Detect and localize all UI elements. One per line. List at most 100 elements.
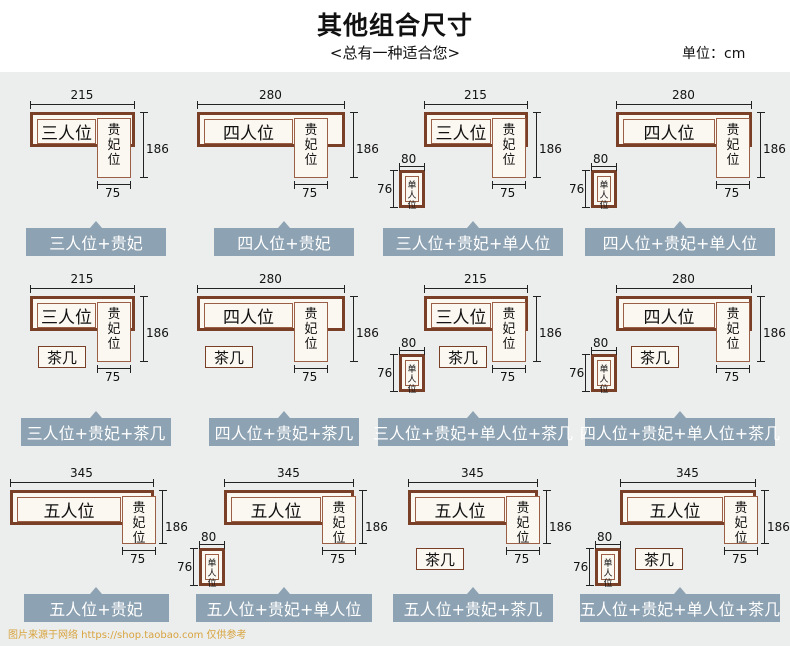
- caption-pointer: [467, 221, 479, 228]
- depth-dimension-value: 186: [549, 520, 572, 534]
- width-dimension-value: 345: [277, 466, 300, 480]
- chaise-label-char: 贵: [304, 307, 318, 322]
- single-label-char: 位: [407, 201, 417, 211]
- single-chair-seat: 单人位: [405, 360, 419, 395]
- chaise-label-char: 贵: [107, 307, 121, 322]
- width-dimension-value: 280: [672, 88, 695, 102]
- chaise-label-char: 位: [332, 531, 346, 546]
- coffee-table: 茶几: [439, 346, 487, 368]
- chaise-label-char: 位: [502, 153, 516, 168]
- single-width-dimension-line: [399, 163, 425, 171]
- single-chair: 单人位: [591, 170, 617, 211]
- single-width-value: 80: [401, 152, 417, 166]
- watermark: 图片来源于网络 https://shop.taobao.com 仅供参考: [8, 630, 247, 641]
- single-chair: 单人位: [591, 354, 617, 395]
- main-sofa-seat: 三人位: [431, 119, 491, 144]
- caption-pointer: [674, 411, 686, 418]
- single-label-char: 人: [603, 569, 613, 579]
- coffee-table: 茶几: [631, 346, 679, 368]
- chaise-label-char: 妃: [734, 516, 748, 531]
- depth-dimension-value: 186: [356, 326, 379, 340]
- depth-dimension-value: 186: [767, 520, 790, 534]
- main-sofa-seat: 四人位: [204, 303, 293, 328]
- main-sofa-seat: 五人位: [17, 497, 121, 522]
- depth-dimension-line: [533, 296, 541, 362]
- depth-dimension-value: 186: [146, 142, 169, 156]
- combo-caption: 四人位+贵妃+茶几: [209, 418, 359, 446]
- chaise-lounge: 贵妃位: [492, 118, 526, 178]
- single-width-dimension-line: [399, 347, 425, 355]
- width-dimension-value: 345: [676, 466, 699, 480]
- chaise-label-char: 位: [726, 337, 740, 352]
- page-title: 其他组合尺寸: [316, 11, 473, 40]
- single-label-char: 人: [207, 569, 217, 579]
- single-label-char: 人: [599, 375, 609, 385]
- depth-dimension-line: [140, 112, 148, 178]
- single-width-value: 80: [597, 530, 613, 544]
- chaise-label-char: 妃: [726, 322, 740, 337]
- chaise-label-char: 妃: [304, 138, 318, 153]
- single-label-char: 位: [207, 579, 217, 589]
- chaise-width-value: 75: [724, 186, 740, 200]
- chaise-width-value: 75: [105, 186, 121, 200]
- caption-pointer: [674, 221, 686, 228]
- depth-dimension-value: 186: [356, 142, 379, 156]
- width-dimension-line: [10, 479, 154, 487]
- combo-caption: 四人位+贵妃: [214, 228, 354, 256]
- width-dimension-value: 215: [70, 272, 94, 286]
- single-depth-dimension-line: [390, 170, 398, 208]
- single-depth-dimension-line: [582, 170, 590, 208]
- width-dimension-line: [616, 101, 752, 109]
- combo-caption: 三人位+贵妃+单人位+茶几: [373, 418, 573, 446]
- single-label-char: 单: [603, 559, 613, 569]
- chaise-label-char: 位: [107, 337, 121, 352]
- chaise-lounge: 贵妃位: [294, 118, 328, 178]
- single-depth-value: 76: [569, 182, 585, 196]
- chaise-lounge: 贵妃位: [724, 496, 758, 546]
- main-sofa-seat: 三人位: [37, 119, 96, 144]
- single-width-dimension-line: [591, 163, 617, 171]
- chaise-label-char: 贵: [107, 123, 121, 138]
- single-width-dimension-line: [199, 541, 225, 549]
- caption-pointer: [278, 411, 290, 418]
- chaise-lounge: 贵妃位: [122, 496, 156, 546]
- main-sofa: 五人位: [10, 490, 154, 525]
- depth-dimension-line: [350, 112, 358, 178]
- chaise-label-char: 位: [304, 337, 318, 352]
- width-dimension-line: [224, 479, 354, 487]
- chaise-label-char: 妃: [107, 322, 121, 337]
- page-subtitle: <总有一种适合您>: [329, 44, 461, 62]
- main-sofa: 四人位: [197, 296, 345, 331]
- single-depth-value: 76: [377, 182, 393, 196]
- single-depth-value: 76: [377, 366, 393, 380]
- chaise-label-char: 位: [516, 531, 530, 546]
- width-dimension-value: 215: [464, 88, 487, 102]
- chaise-width-value: 75: [500, 370, 516, 384]
- chaise-lounge: 贵妃位: [716, 302, 750, 362]
- coffee-table: 茶几: [205, 346, 253, 368]
- width-dimension-value: 215: [70, 88, 94, 102]
- single-chair-seat: 单人位: [601, 554, 615, 589]
- depth-dimension-line: [159, 490, 167, 544]
- chaise-lounge: 贵妃位: [322, 496, 356, 546]
- main-sofa-seat: 五人位: [415, 497, 505, 522]
- chaise-width-value: 75: [302, 370, 318, 384]
- caption-pointer: [278, 221, 290, 228]
- chaise-label-char: 贵: [304, 123, 318, 138]
- width-dimension-line: [408, 479, 538, 487]
- single-label-char: 位: [603, 579, 613, 589]
- depth-dimension-line: [757, 112, 765, 178]
- single-label-char: 位: [599, 201, 609, 211]
- chaise-width-dimension-line: [506, 547, 540, 555]
- chaise-width-value: 75: [330, 552, 346, 566]
- chaise-label-char: 妃: [516, 516, 530, 531]
- depth-dimension-line: [543, 490, 551, 544]
- caption-pointer: [90, 587, 102, 594]
- single-chair-seat: 单人位: [405, 176, 419, 211]
- depth-dimension-value: 186: [146, 326, 169, 340]
